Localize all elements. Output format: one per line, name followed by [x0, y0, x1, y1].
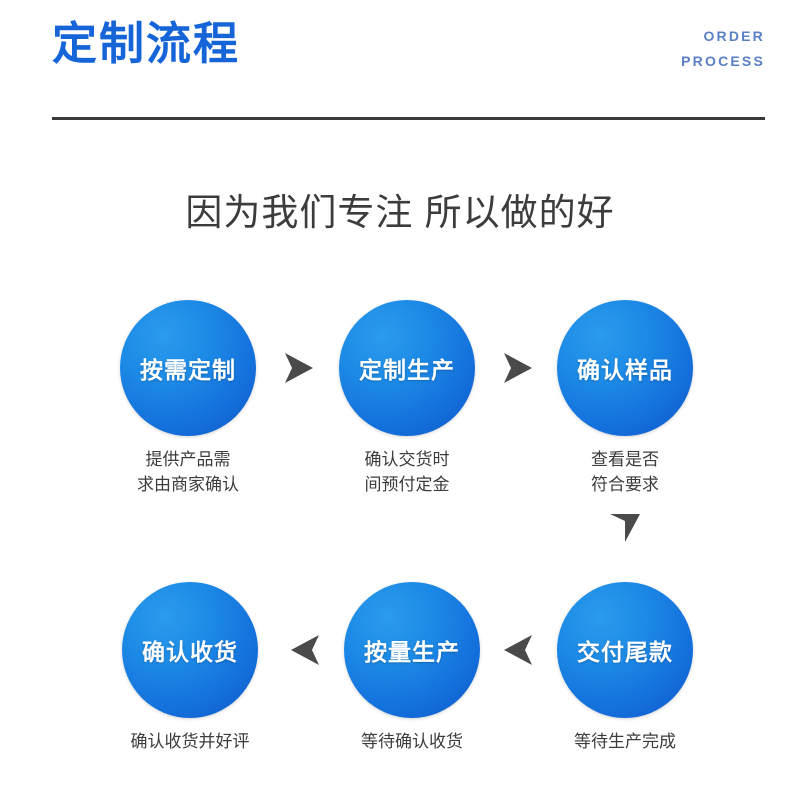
flow-step-2-caption-line-1: 确认交货时 — [364, 450, 450, 469]
flow-step-3-label: 确认样品 — [577, 357, 673, 383]
flow-step-3-caption-line-2: 符合要求 — [591, 474, 659, 494]
flow-step-3-caption-line-1: 查看是否 — [591, 450, 659, 469]
flow-step-5-caption-line-1: 等待确认收货 — [361, 732, 463, 751]
flow-step-5-label: 按量生产 — [364, 639, 460, 665]
flow-step-4-caption-line-1: 等待生产完成 — [574, 732, 676, 751]
flow-step-6-caption: 确认收货并好评 — [122, 730, 258, 755]
flow-step-5[interactable]: 按量生产 等待确认收货 — [344, 582, 480, 755]
flow-step-2-label: 定制生产 — [359, 357, 455, 383]
flow-step-4[interactable]: 交付尾款 等待生产完成 — [557, 582, 693, 755]
flow-step-6-label: 确认收货 — [142, 639, 238, 665]
arrow-right-icon-1 — [277, 347, 319, 389]
tagline: 因为我们专注 所以做的好 — [185, 192, 615, 233]
flow-step-4-label: 交付尾款 — [577, 639, 673, 665]
flow-step-1-circle[interactable]: 按需定制 — [120, 300, 256, 436]
page-header: 定制流程 ORDER PROCESS — [0, 0, 800, 128]
flow-step-1-label: 按需定制 — [140, 357, 236, 383]
flow-step-2-caption: 确认交货时 间预付定金 — [339, 448, 475, 497]
flow-step-1-caption: 提供产品需 求由商家确认 — [120, 448, 256, 497]
flow-step-3-circle[interactable]: 确认样品 — [557, 300, 693, 436]
arrow-down-icon — [604, 506, 646, 548]
flow-step-3-caption: 查看是否 符合要求 — [557, 448, 693, 497]
flow-step-4-caption: 等待生产完成 — [557, 730, 693, 755]
header-subtitle-line-1: ORDER — [703, 28, 765, 44]
flow-step-3[interactable]: 确认样品 查看是否 符合要求 — [557, 300, 693, 497]
flow-step-5-circle[interactable]: 按量生产 — [344, 582, 480, 718]
flow-step-4-circle[interactable]: 交付尾款 — [557, 582, 693, 718]
arrow-right-icon-2 — [496, 347, 538, 389]
flow-step-6-circle[interactable]: 确认收货 — [122, 582, 258, 718]
header-subtitle-line-2: PROCESS — [681, 52, 765, 69]
flow-step-2-circle[interactable]: 定制生产 — [339, 300, 475, 436]
flow-step-1-caption-line-2: 求由商家确认 — [137, 474, 239, 494]
header-subtitle: ORDER PROCESS — [681, 24, 765, 73]
flow-step-6[interactable]: 确认收货 确认收货并好评 — [122, 582, 258, 755]
flow-step-1-caption-line-1: 提供产品需 — [145, 450, 231, 469]
arrow-left-icon-2 — [283, 629, 325, 671]
flow-step-1[interactable]: 按需定制 提供产品需 求由商家确认 — [120, 300, 256, 497]
page-title: 定制流程 — [52, 18, 241, 69]
flow-step-2-caption-line-2: 间预付定金 — [364, 474, 450, 494]
flow-step-2[interactable]: 定制生产 确认交货时 间预付定金 — [339, 300, 475, 497]
header-divider — [52, 117, 765, 120]
arrow-left-icon-1 — [496, 629, 538, 671]
flow-step-5-caption: 等待确认收货 — [344, 730, 480, 755]
flow-step-6-caption-line-1: 确认收货并好评 — [130, 732, 250, 751]
